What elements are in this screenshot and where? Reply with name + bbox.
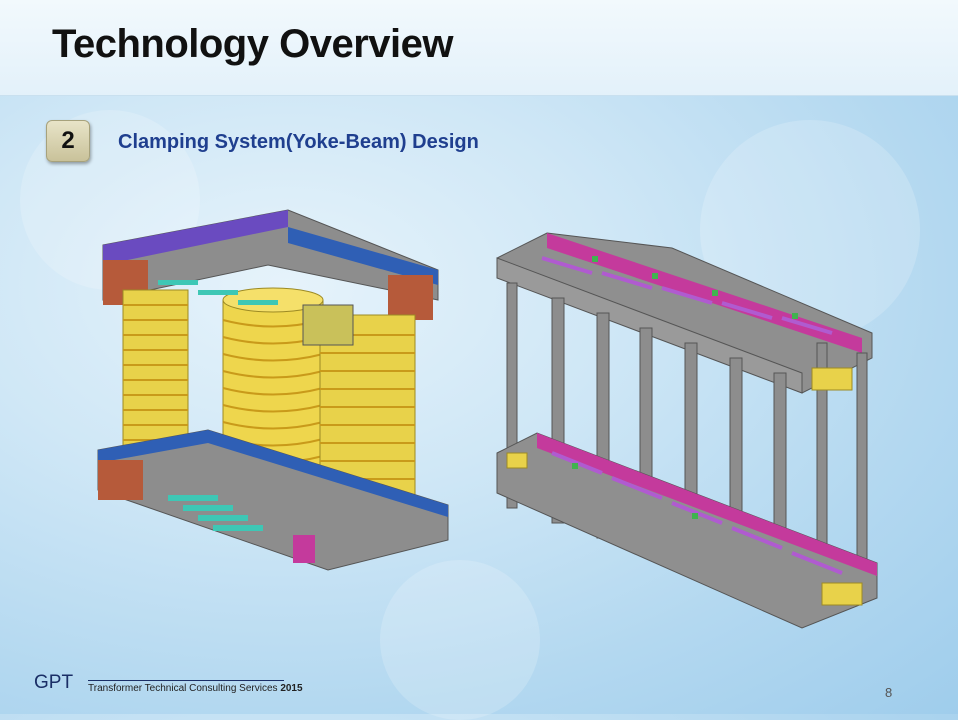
page-title: Technology Overview [52, 22, 454, 66]
footer-divider [88, 680, 284, 681]
left-coil [122, 289, 189, 466]
footer-tagline: Transformer Technical Consulting Service… [88, 683, 303, 694]
footer-logo: GPT [34, 672, 74, 693]
page-number: 8 [885, 685, 893, 700]
clamping-frame-illustration [492, 228, 887, 633]
transformer-core-with-windings-illustration [88, 205, 458, 605]
footer-year: 2015 [280, 683, 303, 694]
background-bokeh [380, 560, 540, 720]
footer-tagline-text: Transformer Technical Consulting Service… [88, 683, 278, 694]
header-bar: Technology Overview [0, 0, 958, 96]
section-title: Clamping System(Yoke-Beam) Design [118, 131, 479, 153]
section-number-badge: 2 [46, 120, 90, 162]
